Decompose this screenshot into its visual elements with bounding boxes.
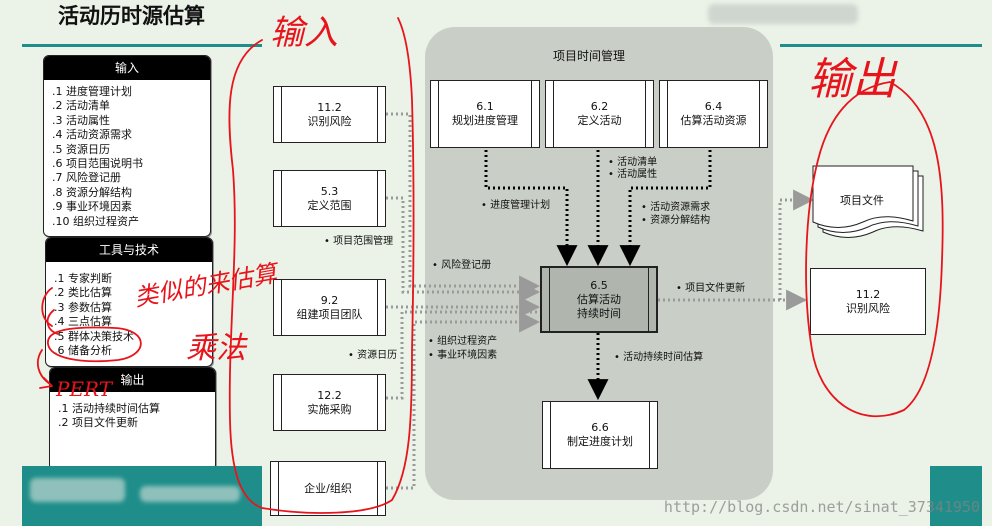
redacted-footer-text [140,486,240,502]
process-name: 制定进度计划 [567,435,633,448]
redacted-footer-text [30,478,125,502]
list-item: .3 参数估算 [54,300,112,314]
outputs-list: .1 活动持续时间估算 .2 项目文件更新 [50,392,215,431]
label-resource-calendar: • 资源日历 [348,350,398,361]
label-document-updates: • 项目文件更新 [676,283,746,294]
process-estimate-activity-durations: 6.5 估算活动 持续时间 [540,266,658,333]
list-item: .2 活动清单 [52,99,110,113]
process-plan-schedule-management: 6.1 规划进度管理 [430,80,540,148]
list-item: .5 资源日历 [52,142,110,156]
process-name-line2: 持续时间 [577,306,621,320]
flow-procurement-to-estimate [386,310,538,400]
process-id: 6.5 [590,278,608,292]
process-name: 识别风险 [846,301,890,315]
group-title: 项目时间管理 [553,49,626,63]
list-item: .2 项目文件更新 [58,416,138,430]
process-define-activities: 6.2 定义活动 [545,80,654,148]
list-item: .1 进度管理计划 [52,85,132,98]
flow-resources-to-estimate [619,150,712,267]
process-name-line1: 估算活动 [577,292,621,306]
process-name: 估算活动资源 [680,114,747,127]
inputs-panel-header: 输入 [44,56,210,80]
watermark: http://blog.csdn.net/sinat_37341950 [663,498,980,516]
label-duration-estimates: • 活动持续时间估算 [614,352,704,363]
process-name: 规划进度管理 [452,114,518,127]
redacted-header-area [708,4,858,24]
list-item: .7 风险登记册 [52,171,121,185]
label-activity-list: • 活动清单 [608,157,658,168]
project-documents-label: 项目文件 [840,194,884,207]
outputs-panel: 输出 .1 活动持续时间估算 .2 项目文件更新 [49,367,216,471]
label-org-process-assets: • 组织过程资产 [428,336,498,347]
outputs-panel-header: 输出 [50,368,215,392]
list-item: .4 活动资源需求 [52,128,132,142]
process-id: 11.2 [855,287,881,301]
process-id: 6.1 [476,100,494,113]
output-identify-risks: 11.2 识别风险 [810,268,926,335]
label-activity-attributes: • 活动属性 [608,169,658,180]
title-divider-left [22,44,262,47]
label-schedule-plan: • 进度管理计划 [481,200,551,211]
process-id: 6.6 [591,421,609,434]
flow-estimate-to-docs [778,189,815,300]
label-enterprise-factors: • 事业环境因素 [428,350,498,361]
title-divider-right [780,44,982,47]
list-item: .1 活动持续时间估算 [58,402,160,415]
process-id: 6.2 [590,100,609,113]
flow-plan-to-estimate [484,150,578,267]
list-item: .3 活动属性 [52,113,110,127]
footer-strip-right [930,466,982,526]
list-item: .9 事业环境因素 [52,200,132,214]
process-name: 定义活动 [577,114,622,127]
list-item: .8 资源分解结构 [52,185,132,199]
list-item: .4 三点估算 [54,315,112,329]
tools-panel-header: 工具与技术 [46,238,212,262]
list-item: .6 项目范围说明书 [52,157,143,171]
label-risk-register: • 风险登记册 [432,260,492,271]
page-title: 活动历时源估算 [58,4,205,28]
list-item: .1 专家判断 [54,272,112,285]
list-item: .2 类比估算 [54,286,112,300]
process-id: 6.4 [704,100,723,113]
label-resource-requirements: • 活动资源需求 [641,202,711,213]
label-resource-breakdown: • 资源分解结构 [641,215,711,226]
label-scope-management: • 项目范围管理 [324,236,394,247]
process-estimate-activity-resources: 6.4 估算活动资源 [659,80,768,148]
inputs-list: .1 进度管理计划 .2 活动清单 .3 活动属性 .4 活动资源需求 .5 资… [44,80,210,229]
process-develop-schedule: 6.6 制定进度计划 [542,401,658,469]
inputs-panel: 输入 .1 进度管理计划 .2 活动清单 .3 活动属性 .4 活动资源需求 .… [43,55,211,237]
list-item: .10 组织过程资产 [52,214,139,228]
